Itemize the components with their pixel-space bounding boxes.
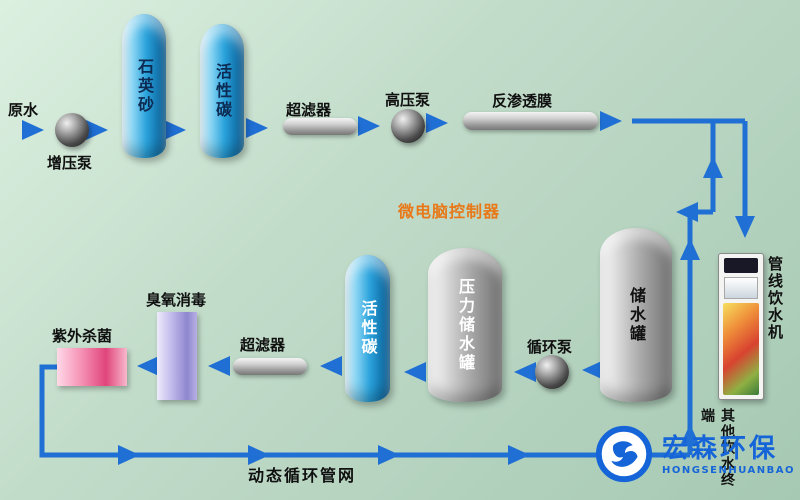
ro-membrane — [463, 112, 598, 130]
high-pressure-pump-label: 高压泵 — [385, 91, 431, 109]
pipe-network-label: 动态循环管网 — [248, 466, 357, 485]
activated-carbon-bottom-label: 活性碳 — [358, 300, 378, 357]
circulation-pump-label: 循环泵 — [527, 338, 573, 356]
uv-sterilizer — [57, 348, 127, 386]
logo-swirl-icon — [594, 424, 654, 488]
dispenser-artwork — [723, 303, 759, 395]
ozone-label: 臭氧消毒 — [146, 291, 207, 309]
ultrafilter-top — [283, 118, 357, 135]
water-dispenser — [718, 253, 764, 400]
quartz-sand-label: 石英砂 — [135, 57, 154, 115]
circulation-pump — [535, 355, 569, 389]
raw-water-label: 原水 — [8, 101, 39, 119]
pressure-tank-label: 压力储水罐 — [456, 277, 475, 373]
dispenser-tap-panel — [724, 277, 758, 299]
dispenser-screen — [724, 258, 758, 273]
logo-subtitle: HONGSENHUANBAO — [662, 465, 796, 477]
ozone-disinfection-unit — [157, 312, 197, 400]
ultrafilter-bottom-label: 超滤器 — [240, 336, 286, 354]
booster-pump-label: 增压泵 — [47, 154, 93, 172]
logo-text: 宏森环保 HONGSENHUANBAO — [662, 434, 796, 477]
quartz-sand-tank: 石英砂 — [122, 14, 166, 158]
pipeline-dispenser-label: 管线饮水机 — [766, 256, 784, 341]
controller-label: 微电脑控制器 — [398, 202, 501, 221]
activated-carbon-tank-bottom: 活性碳 — [345, 255, 390, 402]
pressure-storage-tank: 压力储水罐 — [428, 248, 502, 402]
activated-carbon-tank-top: 活性碳 — [200, 24, 244, 158]
high-pressure-pump — [391, 109, 425, 143]
other-terminal-label: 其他饮水终端 — [699, 408, 735, 488]
ro-membrane-label: 反渗透膜 — [492, 92, 553, 110]
booster-pump — [55, 113, 89, 147]
storage-tank-label: 储水罐 — [627, 286, 646, 344]
storage-tank: 储水罐 — [600, 228, 672, 402]
company-logo: 宏森环保 HONGSENHUANBAO — [594, 424, 795, 488]
ultrafilter-bottom — [233, 358, 307, 375]
activated-carbon-top-label: 活性碳 — [213, 62, 232, 120]
logo-name: 宏森环保 — [662, 434, 779, 465]
uv-label: 紫外杀菌 — [52, 327, 113, 345]
ultrafilter-top-label: 超滤器 — [286, 101, 332, 119]
